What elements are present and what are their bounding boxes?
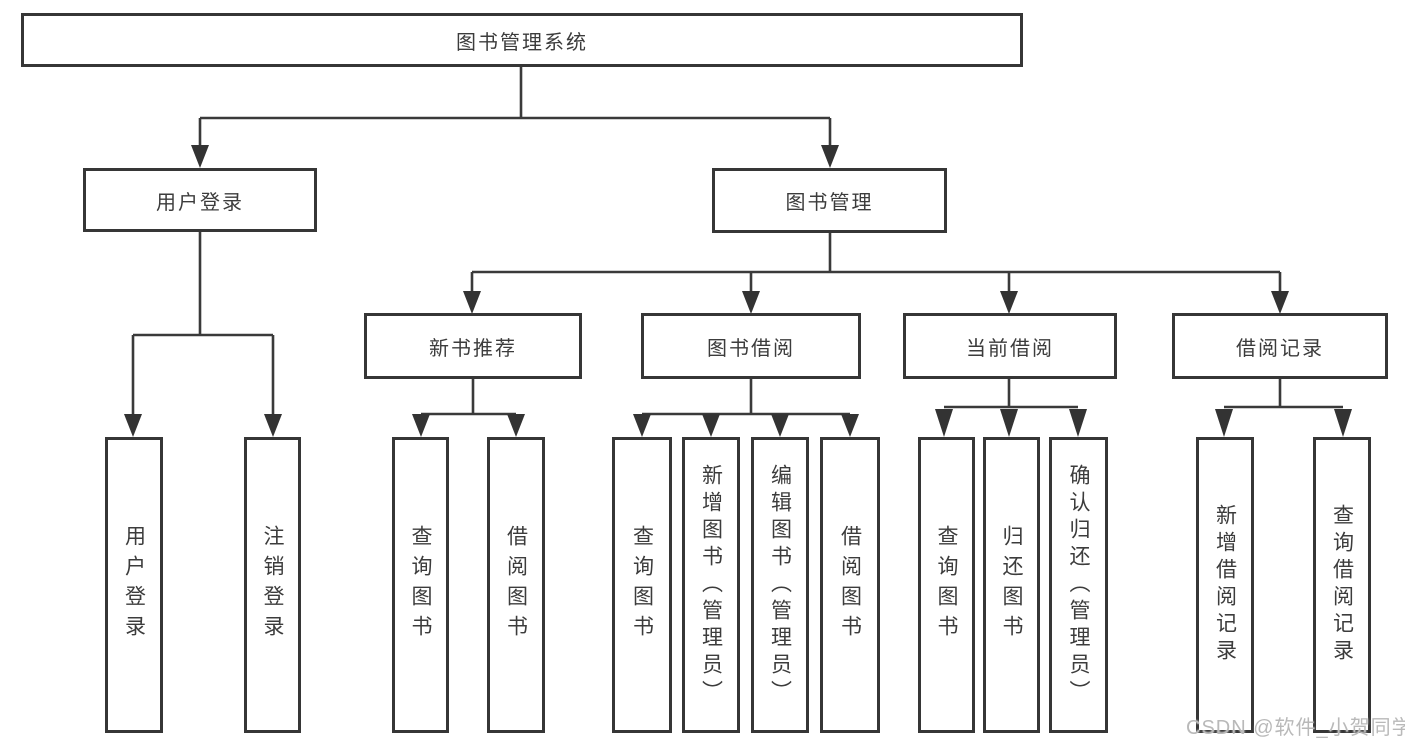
connector-records-to-leaves	[1215, 379, 1352, 437]
node-label: 借阅图书	[838, 525, 862, 645]
node-label: 确认归还（管理员）	[1067, 463, 1090, 707]
node-label: 新书推荐	[429, 337, 517, 360]
leaf-query-books: 查询图书	[612, 437, 672, 733]
node-book-management: 图书管理	[712, 168, 947, 233]
connector-newbook-to-leaves	[412, 379, 525, 437]
leaf-add-borrow-record: 新增借阅记录	[1196, 437, 1254, 733]
leaf-confirm-return-admin: 确认归还（管理员）	[1049, 437, 1108, 733]
leaf-return-books: 归还图书	[983, 437, 1040, 733]
node-library-management-system: 图书管理系统	[21, 13, 1023, 67]
leaf-borrow-books: 借阅图书	[820, 437, 880, 733]
node-label: 新增图书（管理员）	[699, 463, 723, 707]
leaf-borrow-books: 借阅图书	[487, 437, 545, 733]
node-label: 查询图书	[409, 525, 432, 645]
node-label: 当前借阅	[966, 337, 1054, 360]
node-label: 归还图书	[1000, 525, 1023, 645]
connector-root-to-level2	[191, 67, 839, 168]
node-label: 编辑图书（管理员）	[768, 463, 792, 707]
connector-borrowing-to-leaves	[633, 379, 859, 437]
node-current-borrowing: 当前借阅	[903, 313, 1117, 379]
csdn-watermark: CSDN @软件_小贺同学	[1186, 717, 1405, 739]
connector-bookmgmt-to-level3	[463, 233, 1289, 314]
connector-userlogin-to-leaves	[124, 232, 282, 437]
leaf-user-login: 用户登录	[105, 437, 163, 733]
leaf-query-books: 查询图书	[918, 437, 975, 733]
leaf-query-borrow-record: 查询借阅记录	[1313, 437, 1371, 733]
node-label: 用户登录	[122, 525, 146, 645]
node-label: 注销登录	[261, 525, 284, 645]
node-user-login: 用户登录	[83, 168, 317, 232]
connector-current-to-leaves	[935, 379, 1087, 437]
leaf-edit-books-admin: 编辑图书（管理员）	[751, 437, 809, 733]
leaf-add-books-admin: 新增图书（管理员）	[682, 437, 740, 733]
node-borrowing-records: 借阅记录	[1172, 313, 1388, 379]
node-label: 查询借阅记录	[1330, 504, 1354, 666]
node-label: 图书管理系统	[456, 31, 588, 54]
node-label: 借阅记录	[1236, 337, 1324, 360]
leaf-logout: 注销登录	[244, 437, 301, 733]
leaf-query-books: 查询图书	[392, 437, 449, 733]
node-label: 借阅图书	[504, 525, 528, 645]
node-label: 查询图书	[935, 525, 958, 645]
node-label: 图书管理	[785, 192, 874, 214]
node-book-borrowing: 图书借阅	[641, 313, 861, 379]
node-label: 查询图书	[630, 525, 654, 645]
node-label: 用户登录	[156, 191, 244, 214]
node-label: 新增借阅记录	[1213, 504, 1237, 666]
node-new-book-recommend: 新书推荐	[364, 313, 582, 379]
node-label: 图书借阅	[707, 337, 795, 360]
